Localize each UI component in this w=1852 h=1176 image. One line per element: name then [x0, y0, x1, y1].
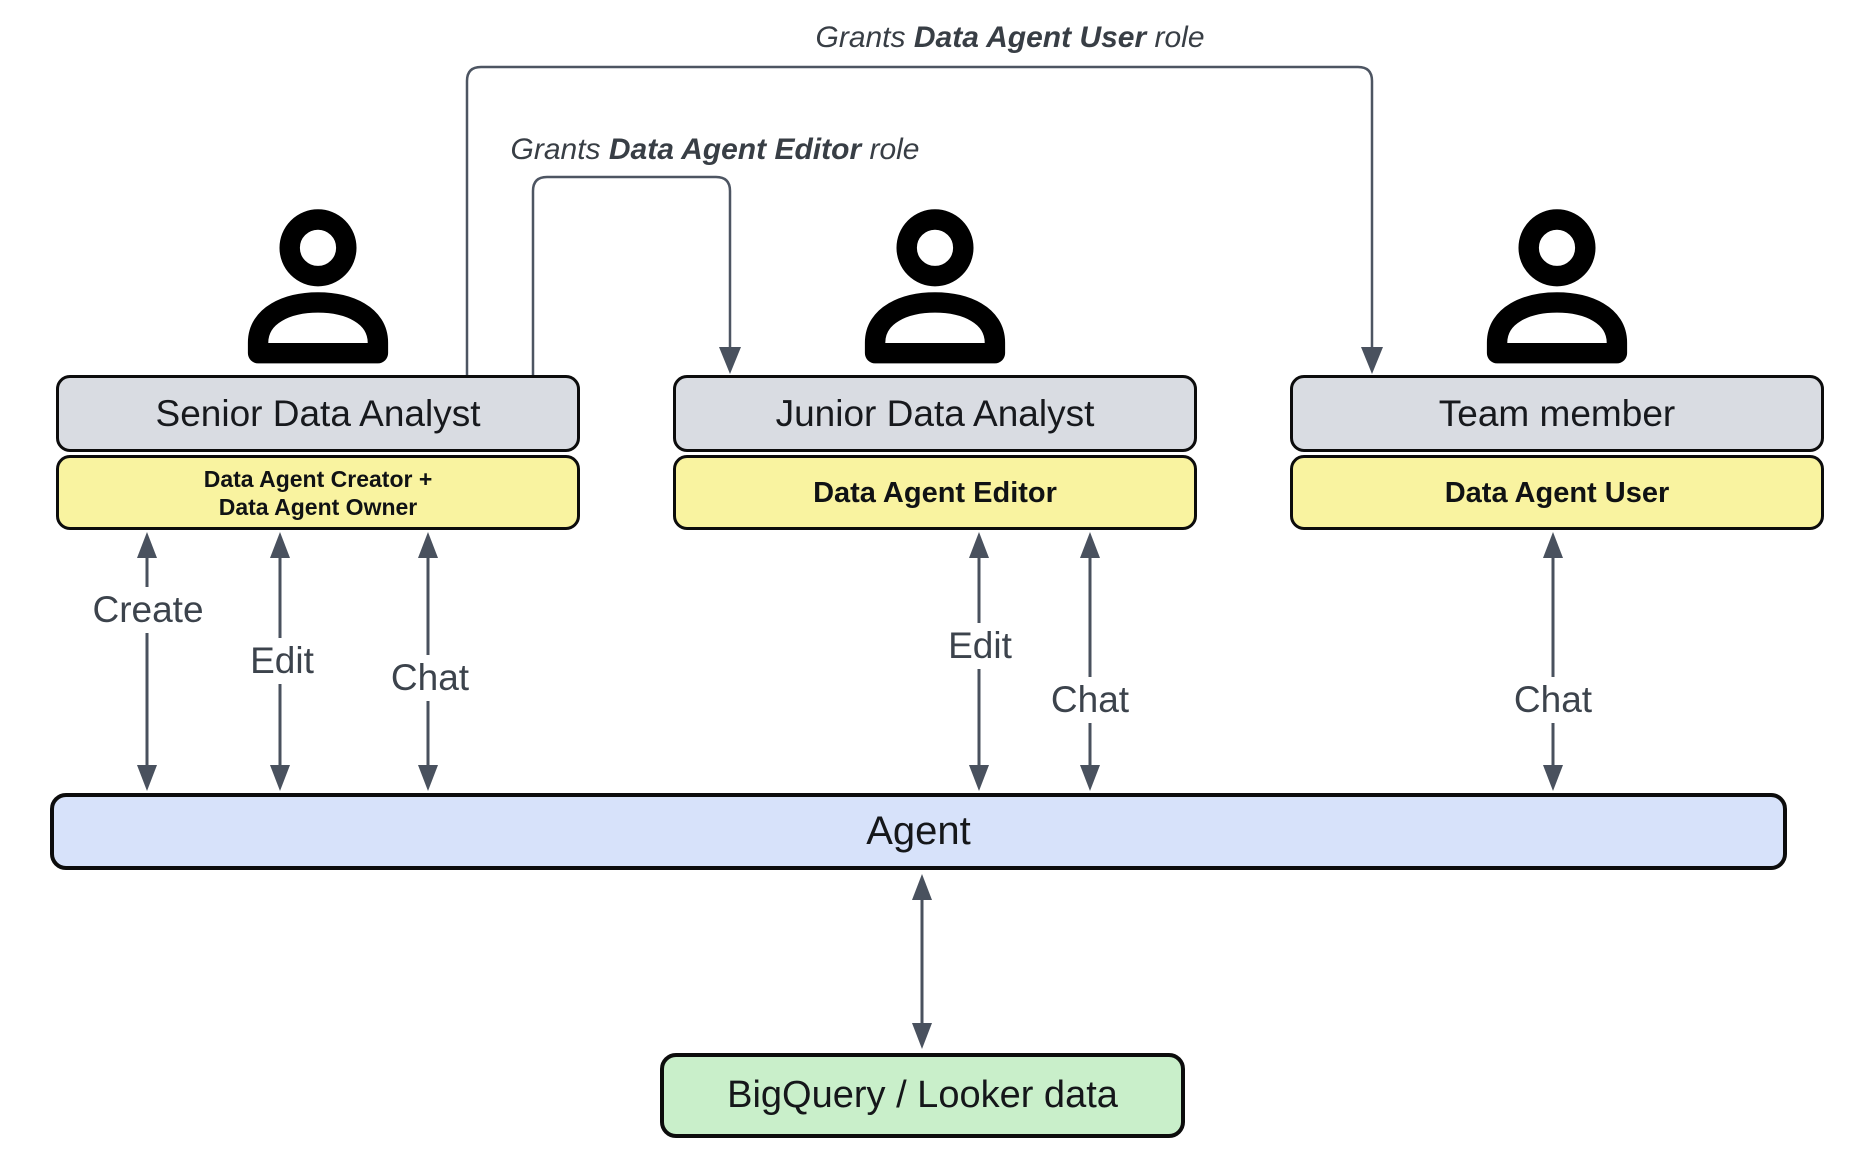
grant-user-arrowhead-icon [1361, 347, 1383, 374]
datasource-label: BigQuery / Looker data [727, 1074, 1118, 1116]
grant-editor-prefix: Grants [510, 133, 609, 166]
actor-title: Junior Data Analyst [775, 392, 1095, 434]
grant-editor-label: Grants Data Agent Editor role [511, 133, 920, 167]
create-label: Create [84, 587, 212, 633]
datasource-box: BigQuery / Looker data [660, 1053, 1185, 1138]
actor-title: Team member [1438, 392, 1676, 434]
actor-card-team-member: Team member [1290, 375, 1824, 452]
grant-editor-arrowhead-icon [719, 347, 741, 374]
agent-label: Agent [866, 809, 971, 853]
role-line: Data Agent User [1444, 476, 1670, 509]
role-line: Data Agent Creator + [203, 465, 433, 492]
grant-user-prefix: Grants [815, 21, 914, 54]
chat-label: Chat [1042, 677, 1138, 723]
grant-editor-connector [531, 175, 732, 375]
role-line: Data Agent Editor [813, 476, 1057, 509]
grant-user-connector [465, 65, 1374, 375]
person-icon [1486, 209, 1628, 364]
edit-label: Edit [940, 623, 1020, 669]
person-icon [864, 209, 1006, 364]
grant-user-label: Grants Data Agent User role [815, 21, 1204, 55]
grant-editor-suffix: role [861, 133, 920, 166]
actor-card-senior: Senior Data Analyst [56, 375, 580, 452]
edit-label: Edit [242, 638, 322, 684]
agent-bar: Agent [50, 793, 1787, 870]
actor-title: Senior Data Analyst [155, 392, 481, 434]
agent-datasource-arrow [912, 874, 932, 1049]
grant-user-role: Data Agent User [913, 21, 1147, 54]
chat-label: Chat [382, 655, 478, 701]
role-badge-junior: Data Agent Editor [673, 455, 1197, 530]
team-chat-arrow [1543, 532, 1563, 791]
junior-chat-arrow [1080, 532, 1100, 791]
create-arrow [137, 532, 157, 791]
role-line: Data Agent Owner [218, 493, 418, 520]
grant-editor-role: Data Agent Editor [608, 133, 862, 166]
chat-label: Chat [1505, 677, 1601, 723]
person-icon [247, 209, 389, 364]
role-badge-senior: Data Agent Creator + Data Agent Owner [56, 455, 580, 530]
grant-user-suffix: role [1146, 21, 1205, 54]
actor-card-junior: Junior Data Analyst [673, 375, 1197, 452]
role-badge-team-member: Data Agent User [1290, 455, 1824, 530]
